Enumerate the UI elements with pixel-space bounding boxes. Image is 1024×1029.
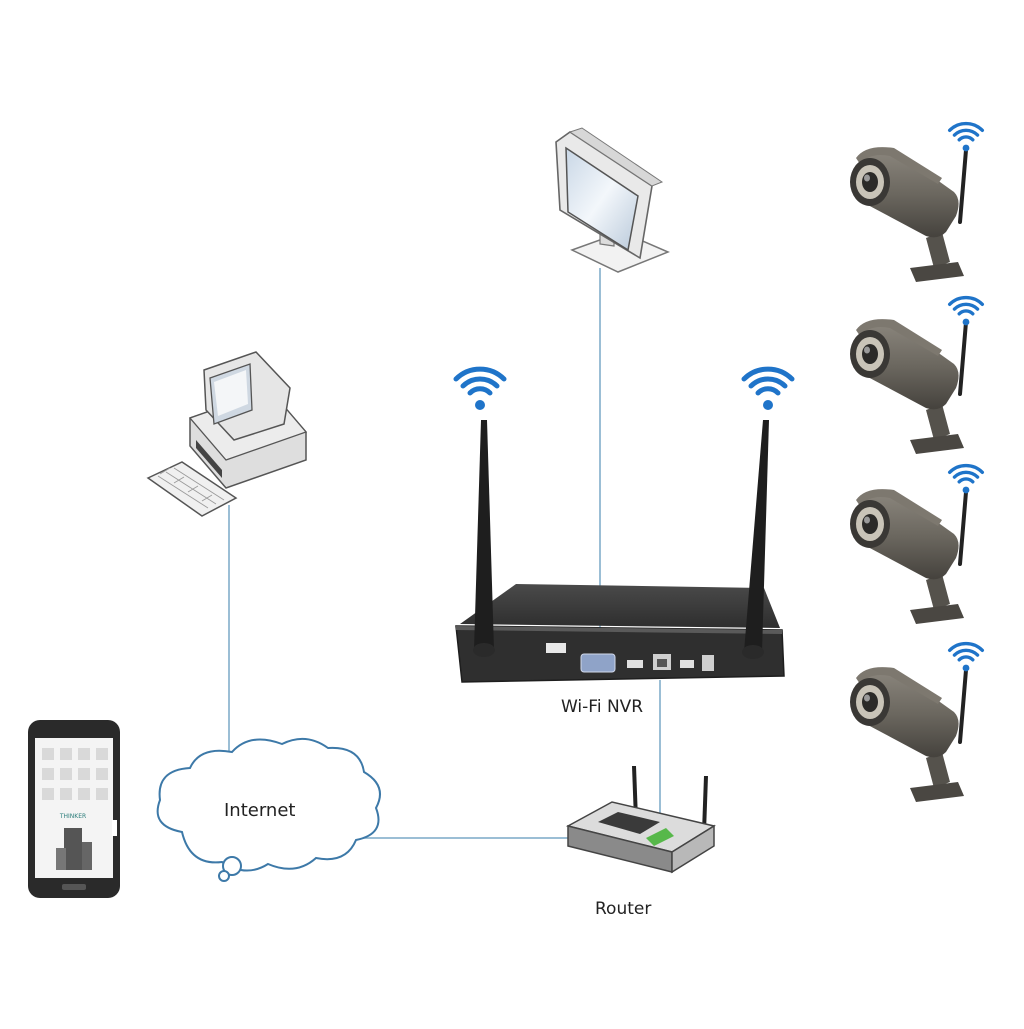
camera-4 — [850, 644, 982, 802]
antenna-left — [473, 420, 495, 657]
bullet-camera-icon — [850, 147, 966, 282]
smartphone-icon: THINKER — [28, 720, 120, 898]
bullet-camera-icon — [850, 489, 966, 624]
desktop-computer-icon — [148, 352, 306, 516]
bullet-camera-icon — [850, 667, 966, 802]
wifi-icon — [456, 369, 504, 410]
nvr-label: Wi-Fi NVR — [561, 697, 643, 717]
phone-screen-text: THINKER — [59, 813, 86, 820]
wifi-icon — [950, 124, 983, 152]
wifi-icon — [744, 369, 792, 410]
camera-2 — [850, 298, 982, 454]
camera-3 — [850, 466, 982, 624]
bullet-camera-icon — [850, 319, 966, 454]
router-icon — [568, 766, 714, 872]
internet-label: Internet — [224, 800, 295, 821]
router-label: Router — [595, 899, 651, 919]
monitor-icon — [556, 128, 668, 272]
nvr-recorder-icon — [456, 584, 784, 682]
wifi-icon — [950, 298, 983, 326]
wifi-icon — [950, 466, 983, 494]
wifi-icon — [950, 644, 983, 672]
camera-1 — [850, 124, 982, 282]
